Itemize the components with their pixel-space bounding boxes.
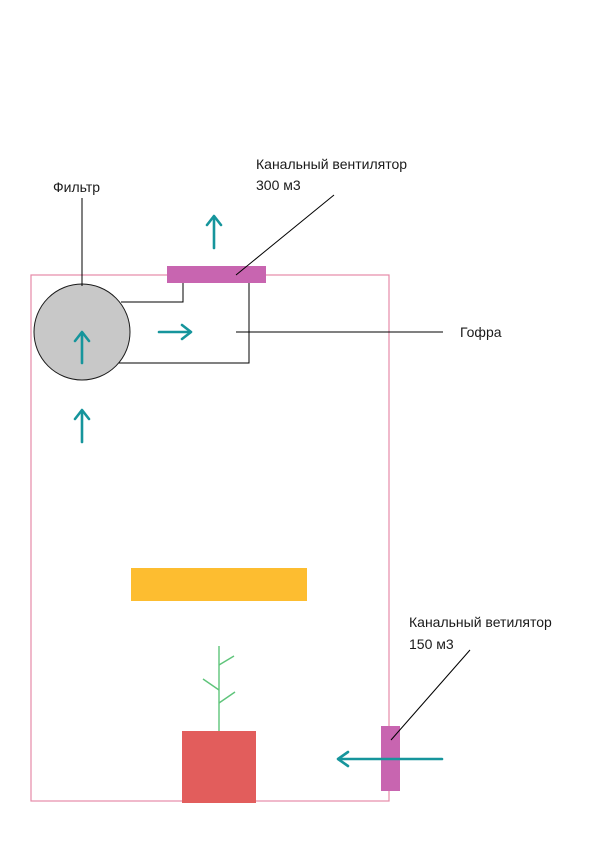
airflow-arrow-icon xyxy=(205,214,223,250)
plant-icon xyxy=(202,646,236,731)
duct-label: Гофра xyxy=(460,324,502,340)
plant-pot xyxy=(182,731,256,803)
duct-hose xyxy=(119,280,250,364)
fan-300-label-line1: Канальный вентилятор xyxy=(256,156,407,172)
grow-lamp xyxy=(131,568,307,601)
airflow-arrow-icon xyxy=(73,408,91,444)
fan-300-leader-line xyxy=(235,194,335,276)
fan-300-label-line2: 300 м3 xyxy=(256,177,301,193)
filter-label: Фильтр xyxy=(53,179,100,195)
fan-150-label-line2: 150 м3 xyxy=(409,636,454,652)
airflow-arrow-icon xyxy=(336,750,444,768)
fan-150-leader-line xyxy=(390,649,471,741)
airflow-arrow-icon xyxy=(73,330,91,365)
channel-fan-300 xyxy=(167,266,266,283)
fan-150-label-line1: Канальный ветилятор xyxy=(409,614,552,630)
airflow-arrow-icon xyxy=(157,323,193,341)
